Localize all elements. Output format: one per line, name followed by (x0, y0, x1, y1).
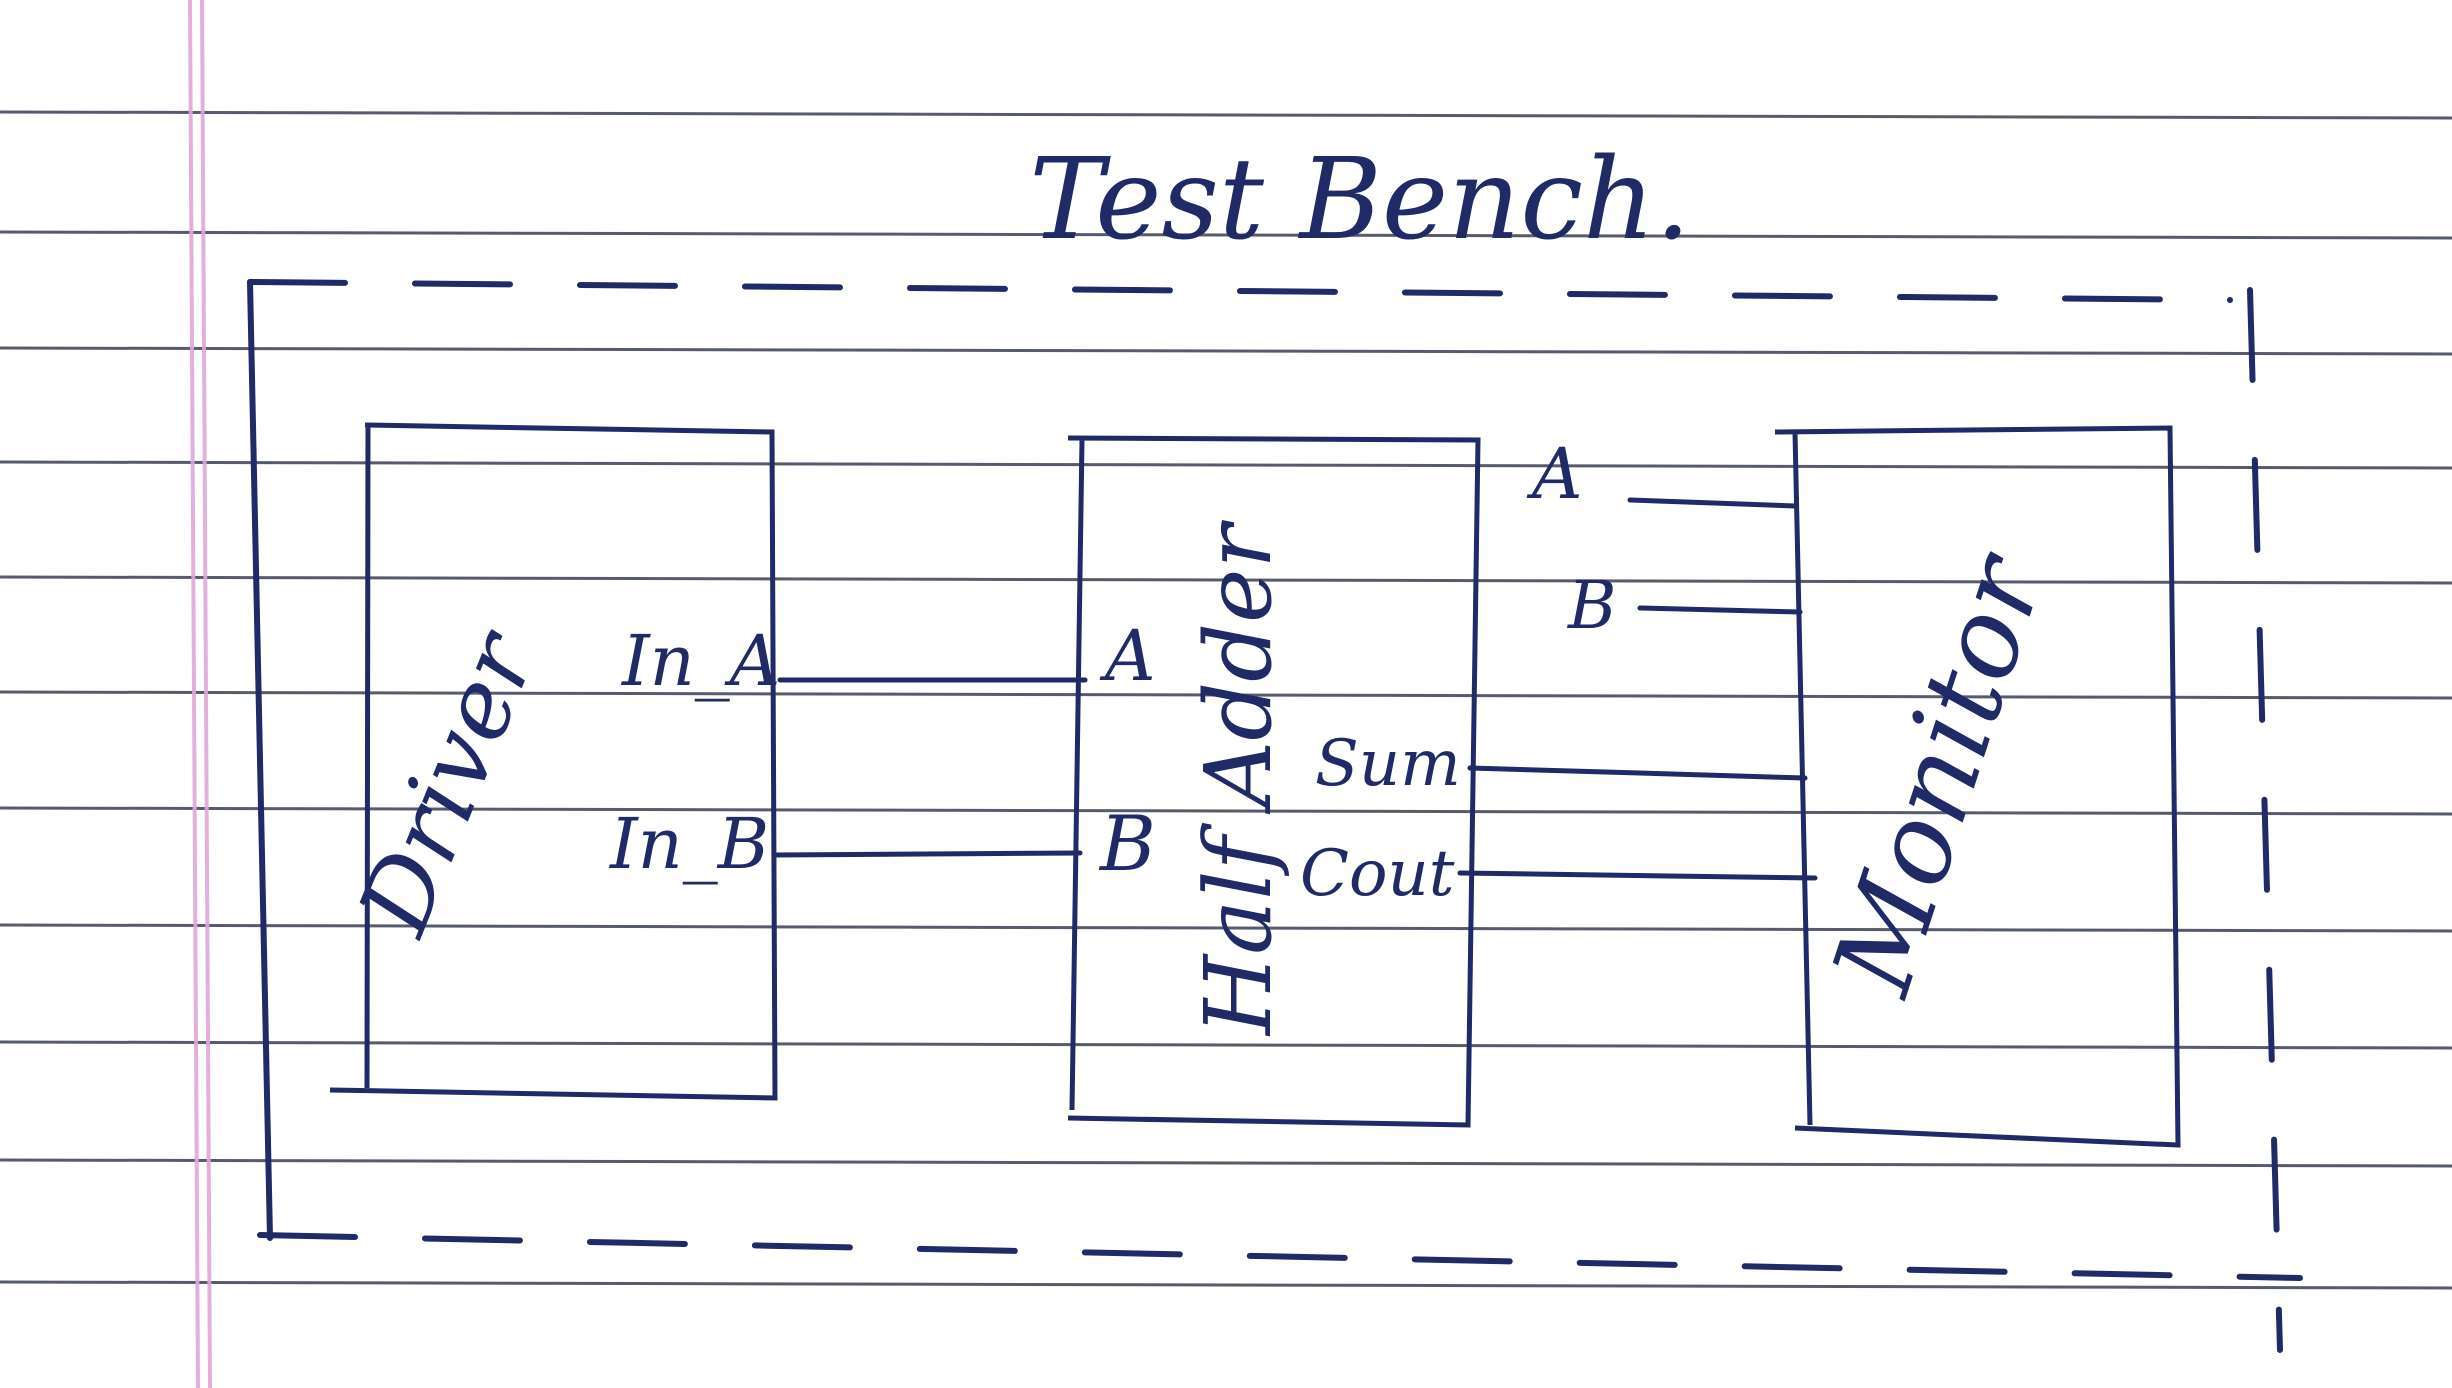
half-adder-block: Half Adder A B Sum Cout (1067, 435, 1481, 1128)
half-adder-port-sum: Sum (1315, 727, 1461, 801)
driver-block: Driver In_A In_B (329, 422, 780, 1101)
monitor-block: Monitor A B (1526, 425, 2181, 1148)
half-adder-port-a: A (1099, 615, 1156, 697)
monitor-port-b: B (1567, 567, 1617, 644)
monitor-port-a: A (1526, 433, 1583, 515)
half-adder-port-b: B (1098, 799, 1156, 888)
half-adder-port-cout: Cout (1300, 837, 1455, 911)
half-adder-label: Half Adder (1185, 520, 1292, 1037)
ruled-lines (0, 110, 2452, 1290)
margin-lines (188, 0, 212, 1388)
test-bench-boundary (247, 279, 2303, 1353)
monitor-label: Monitor (1807, 536, 2070, 1010)
driver-port-in-b: In_B (608, 803, 769, 885)
driver-label: Driver (337, 614, 560, 950)
connection-wires (772, 497, 1818, 881)
diagram-title: Test Bench. (1029, 135, 1691, 265)
driver-port-in-a: In_A (620, 620, 780, 702)
